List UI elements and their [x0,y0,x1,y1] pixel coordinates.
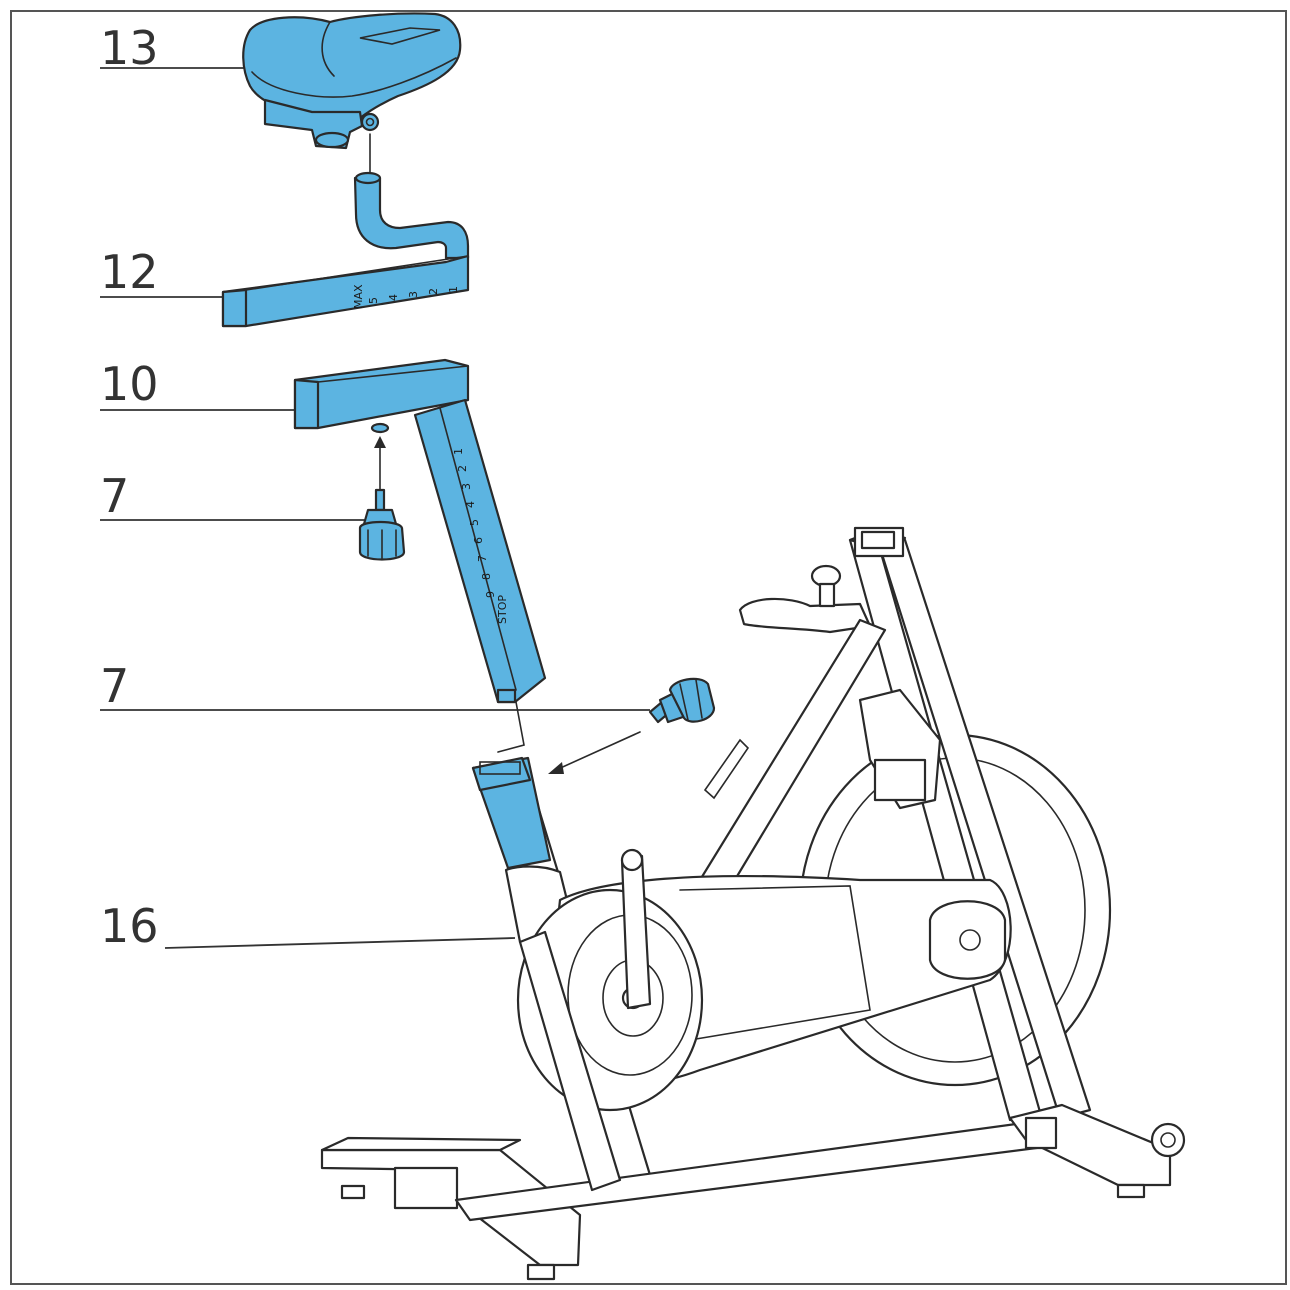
slider-scale-3: 3 [407,291,420,298]
callout-7-lower: 7 [100,659,650,713]
post-scale-8: 8 [480,573,493,580]
seat [242,12,462,173]
slider-scale-4: 4 [387,294,400,301]
post-scale-4: 4 [464,501,477,508]
callout-16-label: 16 [100,899,159,953]
post-scale-6: 6 [472,537,485,544]
slider-scale-5: 5 [367,297,380,304]
post-scale-2: 2 [456,465,469,472]
callout-16-leader [164,937,516,949]
callout-7-upper: 7 [100,469,365,523]
slider-scale-max: MAX [352,284,365,309]
post-scale-1: 1 [452,448,465,455]
post-scale-9: 9 [484,591,497,598]
post-scale-3: 3 [460,483,473,490]
callout-13-label: 13 [100,21,159,75]
callout-7-upper-label: 7 [100,469,129,523]
post-scale-7: 7 [476,555,489,562]
seat-slider: 1 2 3 4 5 MAX [221,171,470,328]
adjust-knob-lower [548,677,716,774]
callout-12-label: 12 [100,245,159,299]
callout-7-lower-label: 7 [100,659,129,713]
bike-main-frame [320,526,1186,1281]
callout-13: 13 [100,21,245,75]
callout-16: 16 [100,899,516,953]
callout-12: 12 [100,245,225,299]
slider-scale-1: 1 [447,286,460,293]
callout-10: 10 [100,357,295,411]
adjust-knob-upper [358,488,406,561]
slider-scale-2: 2 [427,288,440,295]
callout-10-label: 10 [100,357,159,411]
seat-post: 1 2 3 4 5 6 7 8 9 STOP [293,358,547,704]
page-border [10,10,1287,1285]
post-scale-stop: STOP [496,595,509,624]
post-scale-5: 5 [468,519,481,526]
